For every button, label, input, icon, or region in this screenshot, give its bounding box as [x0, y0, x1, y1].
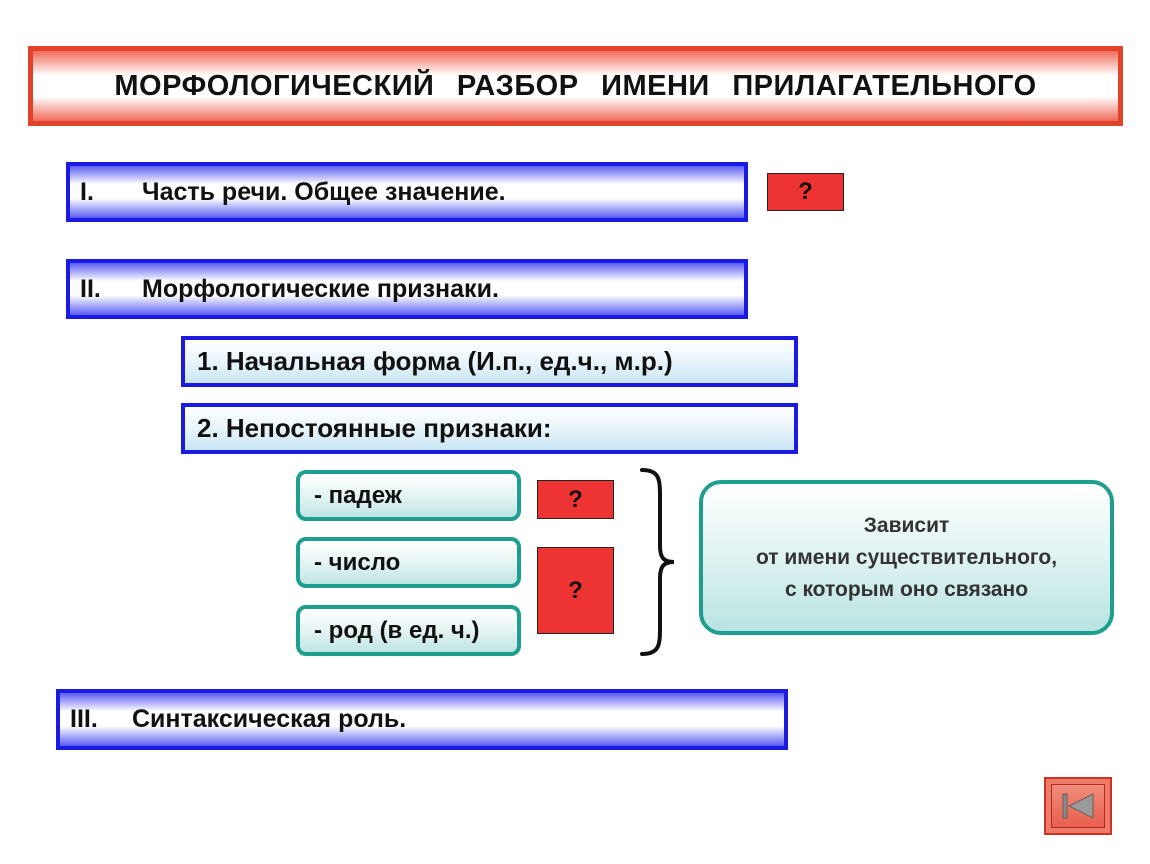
back-button[interactable]	[1044, 777, 1112, 835]
feature-gender: - род (в ед. ч.)	[296, 605, 521, 656]
explanation-line-2: от имени существительного,	[755, 545, 1058, 569]
curly-brace-icon	[640, 468, 675, 656]
section-2-label: Морфологические признаки.	[142, 274, 499, 303]
explanation-box: Зависит от имени существительного, с кот…	[699, 480, 1114, 635]
section-2-numeral: II.	[80, 274, 101, 303]
section-3-label: Синтаксическая роль.	[132, 705, 407, 733]
explanation-line-1: Зависит	[863, 513, 950, 537]
initial-form-box: 1. Начальная форма (И.п., ед.ч., м.р.)	[181, 336, 798, 387]
feature-number: - число	[296, 537, 521, 588]
section-1-label: Часть речи. Общее значение.	[142, 177, 506, 206]
section-3-box: III. Синтаксическая роль.	[56, 689, 788, 750]
explanation-line-3: с которым оно связано	[784, 577, 1029, 601]
feature-case: - падеж	[296, 470, 521, 521]
page-title-text: МОРФОЛОГИЧЕСКИЙ РАЗБОР ИМЕНИ ПРИЛАГАТЕЛЬ…	[114, 69, 1037, 102]
feature-gender-label: - род (в ед. ч.)	[314, 616, 480, 644]
section-1-question-button[interactable]: ?	[767, 173, 844, 211]
feature-case-label: - падеж	[314, 481, 402, 509]
section-1-numeral: I.	[80, 177, 94, 206]
nonconstant-features-label: 2. Непостоянные признаки:	[197, 413, 552, 443]
number-gender-question-button[interactable]: ?	[537, 547, 614, 634]
feature-number-label: - число	[314, 548, 401, 576]
nonconstant-features-box: 2. Непостоянные признаки:	[181, 403, 798, 454]
initial-form-label: 1. Начальная форма (И.п., ед.ч., м.р.)	[197, 346, 673, 376]
back-button-face	[1051, 784, 1105, 828]
back-triangle-icon	[1062, 793, 1094, 819]
section-1-box: I. Часть речи. Общее значение.	[66, 162, 748, 222]
question-mark: ?	[798, 178, 813, 205]
case-question-button[interactable]: ?	[537, 480, 614, 519]
section-3-numeral: III.	[70, 705, 98, 733]
question-mark: ?	[568, 576, 583, 604]
page-title: МОРФОЛОГИЧЕСКИЙ РАЗБОР ИМЕНИ ПРИЛАГАТЕЛЬ…	[28, 46, 1123, 126]
section-2-box: II. Морфологические признаки.	[66, 259, 748, 319]
question-mark: ?	[568, 485, 583, 513]
